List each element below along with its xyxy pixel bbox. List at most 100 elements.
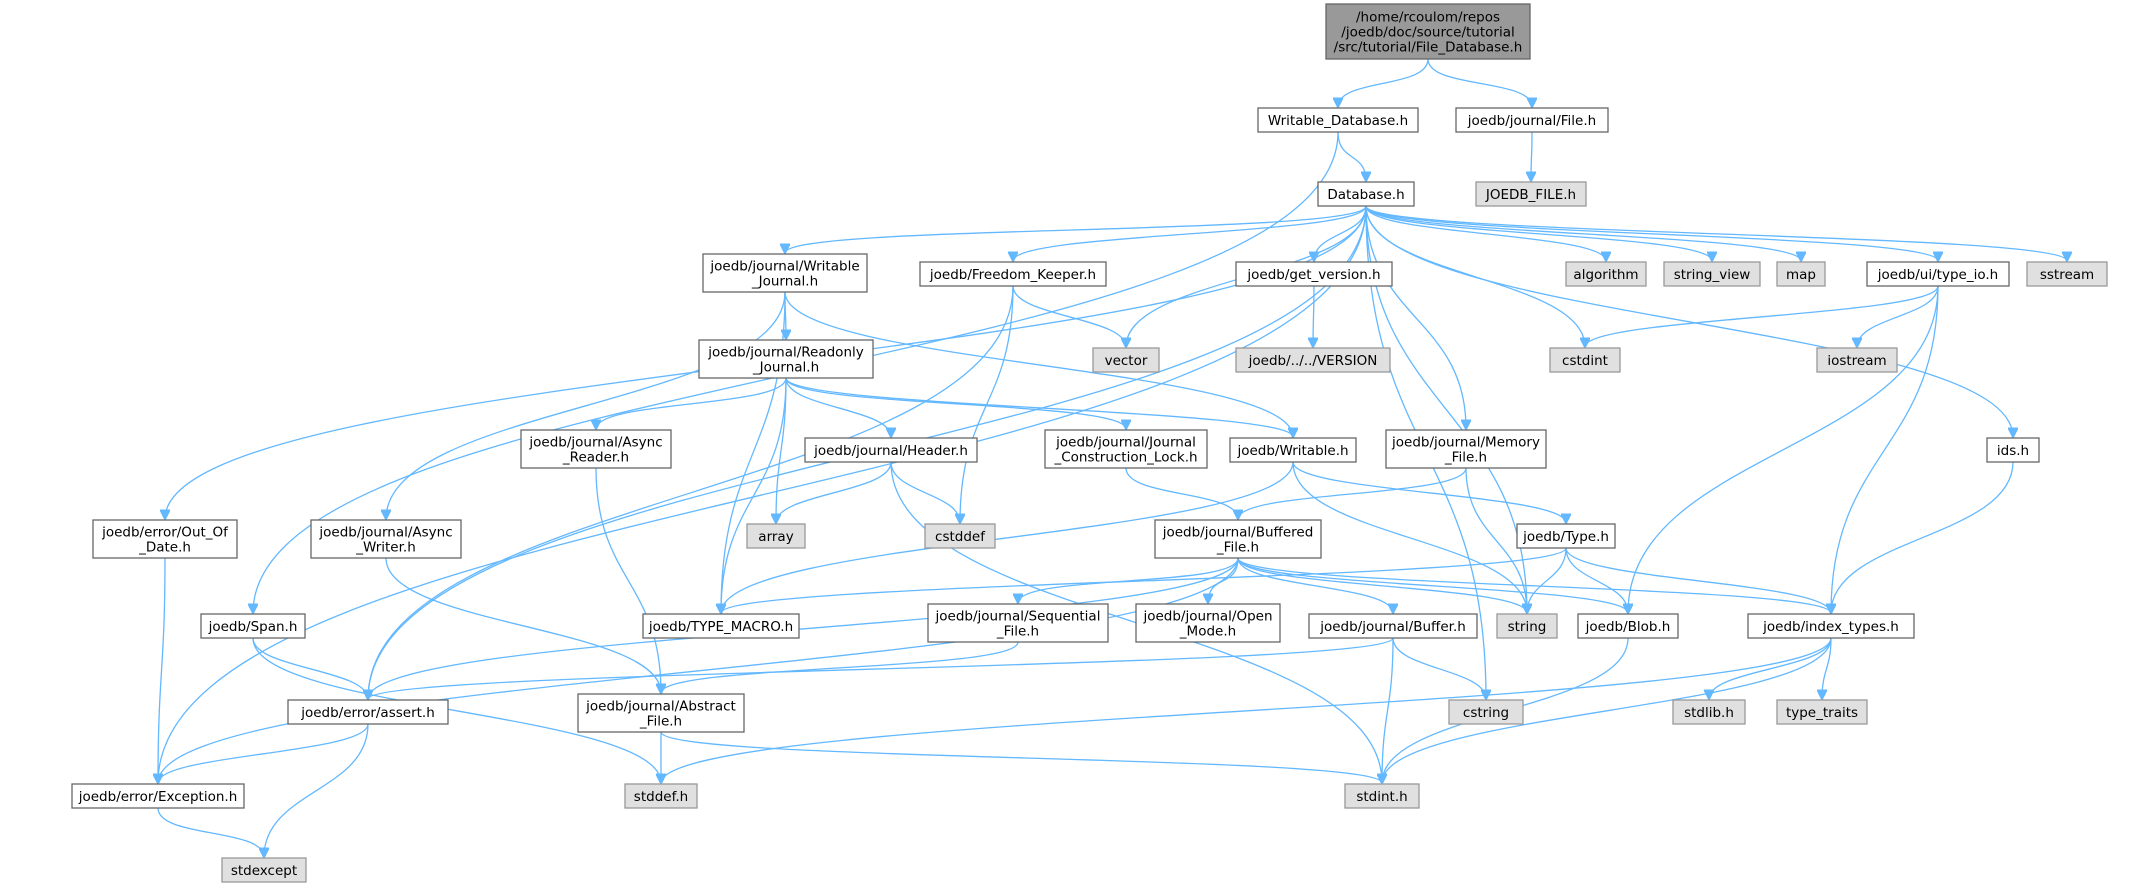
node-string_view: string_view <box>1663 261 1761 287</box>
node-box-assert <box>287 699 449 725</box>
node-box-async_writer <box>310 519 462 559</box>
node-cstring: cstring <box>1448 699 1524 725</box>
node-memory_file[interactable]: joedb/journal/Memory_File.h <box>1385 429 1547 469</box>
node-label-assert-0: joedb/error/assert.h <box>300 705 435 721</box>
node-blob[interactable]: joedb/Blob.h <box>1577 613 1679 639</box>
node-label-stdint-0: stdint.h <box>1356 789 1407 805</box>
node-assert[interactable]: joedb/error/assert.h <box>287 699 449 725</box>
node-exception[interactable]: joedb/error/Exception.h <box>71 783 245 809</box>
node-stdexcept: stdexcept <box>221 857 307 883</box>
node-type_macro[interactable]: joedb/TYPE_MACRO.h <box>642 613 800 639</box>
node-ids[interactable]: ids.h <box>1986 437 2040 463</box>
edge-type_h-to-blob <box>1565 547 1628 613</box>
node-stddef: stddef.h <box>624 783 698 809</box>
node-label-joedb_file_h-0: JOEDB_FILE.h <box>1485 187 1576 203</box>
edge-buffered_file-to-buffer <box>1237 557 1393 613</box>
edge-database-to-algorithm <box>1365 205 1606 261</box>
node-joedb_file_h: JOEDB_FILE.h <box>1475 181 1587 207</box>
edge-database-to-exception <box>158 205 1367 783</box>
node-box-memory_file <box>1385 429 1547 469</box>
node-label-writable_journal-0: joedb/journal/Writable <box>709 259 859 275</box>
node-span[interactable]: joedb/Span.h <box>200 613 306 639</box>
node-label-blob-0: joedb/Blob.h <box>1585 619 1671 635</box>
edge-writable_journal-to-async_writer <box>386 291 786 519</box>
node-root[interactable]: /home/rcoulom/repos/joedb/doc/source/tut… <box>1325 3 1531 60</box>
node-writable_journal[interactable]: joedb/journal/Writable_Journal.h <box>702 253 868 293</box>
node-box-type_h <box>1516 523 1616 549</box>
edge-readonly_journal-to-type_macro <box>721 377 787 613</box>
node-box-database <box>1317 181 1415 207</box>
edge-memory_file-to-string <box>1465 467 1527 613</box>
node-box-type_macro <box>642 613 800 639</box>
node-label-algorithm-0: algorithm <box>1573 267 1638 283</box>
edge-writable-to-type_macro <box>721 461 1294 613</box>
node-out_of_date[interactable]: joedb/error/Out_Of_Date.h <box>92 519 238 559</box>
node-async_reader[interactable]: joedb/journal/Async_Reader.h <box>520 429 672 469</box>
edge-span-to-stddef <box>252 637 661 783</box>
node-get_version[interactable]: joedb/get_version.h <box>1235 261 1393 287</box>
node-box-blob <box>1577 613 1679 639</box>
node-box-cstdint <box>1549 347 1621 373</box>
node-box-ids <box>1986 437 2040 463</box>
node-box-buffer <box>1308 613 1478 639</box>
edge-index_types-to-stdint <box>1382 637 1832 783</box>
node-box-writable_journal <box>702 253 868 293</box>
node-label-database-0: Database.h <box>1327 187 1404 203</box>
node-open_mode[interactable]: joedb/journal/Open_Mode.h <box>1135 603 1281 643</box>
edge-readonly_journal-to-header <box>785 377 891 437</box>
node-label-sstream-0: sstream <box>2040 267 2094 283</box>
node-box-stdint <box>1344 783 1420 809</box>
node-buffer[interactable]: joedb/journal/Buffer.h <box>1308 613 1478 639</box>
node-buffered_file[interactable]: joedb/journal/Buffered_File.h <box>1154 519 1322 559</box>
node-construction_lock[interactable]: joedb/journal/Journal_Construction_Lock.… <box>1044 429 1208 469</box>
edge-index_types-to-type_traits <box>1822 637 1832 699</box>
node-label-exception-0: joedb/error/Exception.h <box>78 789 238 805</box>
edge-root-to-journal_file <box>1427 58 1532 107</box>
node-box-cstring <box>1448 699 1524 725</box>
node-box-construction_lock <box>1044 429 1208 469</box>
node-writable[interactable]: joedb/Writable.h <box>1229 437 1357 463</box>
node-database[interactable]: Database.h <box>1317 181 1415 207</box>
node-label-root-2: /src/tutorial/File_Database.h <box>1334 40 1523 56</box>
node-box-writable_database <box>1257 107 1419 133</box>
node-iostream: iostream <box>1816 347 1898 373</box>
node-async_writer[interactable]: joedb/journal/Async_Writer.h <box>310 519 462 559</box>
node-box-string_view <box>1663 261 1761 287</box>
node-index_types[interactable]: joedb/index_types.h <box>1747 613 1915 639</box>
node-sstream: sstream <box>2026 261 2108 287</box>
node-box-root <box>1325 3 1531 60</box>
node-label-async_writer-1: _Writer.h <box>355 540 416 556</box>
node-readonly_journal[interactable]: joedb/journal/Readonly_Journal.h <box>698 339 874 379</box>
node-writable_database[interactable]: Writable_Database.h <box>1257 107 1419 133</box>
node-box-open_mode <box>1135 603 1281 643</box>
node-type_h[interactable]: joedb/Type.h <box>1516 523 1616 549</box>
edge-abstract_file-to-stdint <box>660 731 1382 783</box>
node-label-get_version-0: joedb/get_version.h <box>1246 267 1380 283</box>
node-sequential_file[interactable]: joedb/journal/Sequential_File.h <box>927 603 1109 643</box>
edge-database-to-freedom_keeper <box>1013 205 1367 261</box>
node-label-sequential_file-1: _File.h <box>996 624 1039 640</box>
edge-database-to-type_io <box>1365 205 1938 261</box>
node-box-span <box>200 613 306 639</box>
node-label-memory_file-1: _File.h <box>1444 450 1487 466</box>
node-header[interactable]: joedb/journal/Header.h <box>804 437 978 463</box>
edge-header-to-array <box>776 461 892 523</box>
node-type_io[interactable]: joedb/ui/type_io.h <box>1866 261 2010 287</box>
edge-assert-to-stdexcept <box>264 723 369 857</box>
node-label-readonly_journal-1: _Journal.h <box>752 360 819 376</box>
node-label-cstddef-0: cstddef <box>935 529 986 545</box>
node-cstddef: cstddef <box>924 523 996 549</box>
edge-buffer-to-assert <box>368 637 1394 699</box>
node-freedom_keeper[interactable]: joedb/Freedom_Keeper.h <box>919 261 1107 287</box>
node-label-construction_lock-1: _Construction_Lock.h <box>1053 450 1197 466</box>
node-label-root-1: /joedb/doc/source/tutorial <box>1341 25 1514 41</box>
node-abstract_file[interactable]: joedb/journal/Abstract_File.h <box>577 693 745 733</box>
edge-type_io-to-index_types <box>1831 285 1939 613</box>
node-journal_file[interactable]: joedb/journal/File.h <box>1455 107 1609 133</box>
edge-out_of_date-to-exception <box>158 557 166 783</box>
edge-database-to-string_view <box>1365 205 1712 261</box>
node-box-map <box>1776 261 1826 287</box>
edge-database-to-memory_file <box>1365 205 1466 429</box>
node-box-sstream <box>2026 261 2108 287</box>
node-label-string_view-0: string_view <box>1674 267 1751 283</box>
